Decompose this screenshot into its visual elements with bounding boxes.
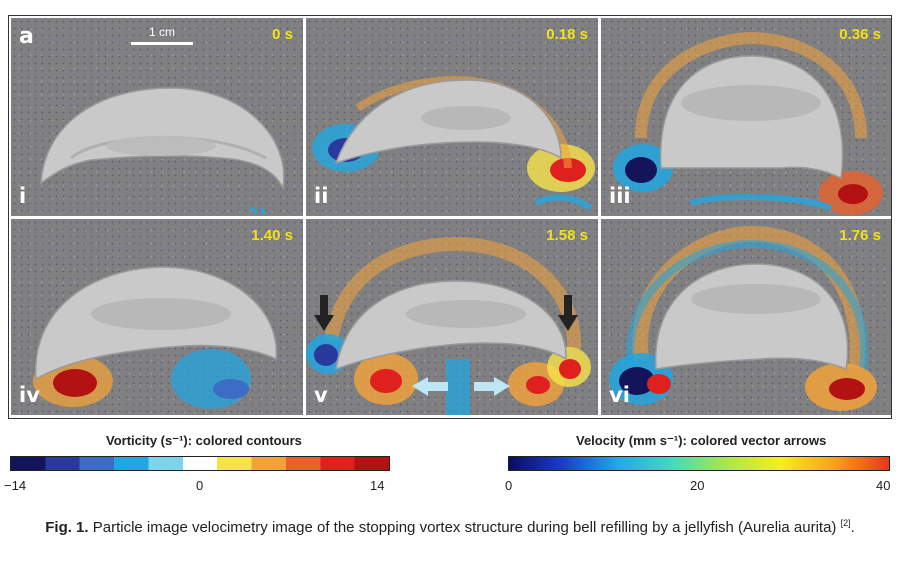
panel-vi: 1.76 s vi <box>601 219 891 415</box>
left-arrow-icon <box>412 377 448 396</box>
panel-time: 1.76 s <box>839 227 881 244</box>
jellyfish-bell-iv <box>33 266 277 409</box>
panel-time: 0 s <box>272 26 293 43</box>
panel-time: 0.18 s <box>546 26 588 43</box>
scale-bar: 1 cm <box>131 25 193 45</box>
velocity-tick-mid: 20 <box>690 478 705 493</box>
panel-label: v <box>314 383 328 407</box>
panel-iii: 0.36 s iii <box>601 18 891 216</box>
panel-time: 1.40 s <box>251 227 293 244</box>
panel-label: ii <box>314 184 329 208</box>
vorticity-colorbar-title: Vorticity (s⁻¹): colored contours <box>106 433 302 448</box>
velocity-tick-max: 40 <box>876 478 891 493</box>
figure-panel-grid: a 1 cm 0 s i 0.18 s ii <box>8 15 892 419</box>
jellyfish-bell-ii <box>312 75 595 211</box>
panel-i: a 1 cm 0 s i <box>11 18 303 216</box>
down-arrow-left-icon <box>314 295 334 331</box>
right-arrow-icon <box>474 377 510 396</box>
figure-caption: Fig. 1. Particle image velocimetry image… <box>40 514 860 537</box>
panel-label: vi <box>609 383 630 407</box>
jellyfish-bell-i <box>40 87 285 215</box>
panel-time: 0.36 s <box>839 26 881 43</box>
panel-iv: 1.40 s iv <box>11 219 303 415</box>
vorticity-tick-zero: 0 <box>196 478 204 493</box>
panel-v: 1.58 s v <box>306 219 598 415</box>
panel-label: iv <box>19 383 40 407</box>
velocity-colorbar-title: Velocity (mm s⁻¹): colored vector arrows <box>576 433 827 448</box>
jellyfish-bell-v <box>306 236 591 415</box>
velocity-tick-min: 0 <box>505 478 513 493</box>
scale-bar-label: 1 cm <box>148 25 175 39</box>
caption-label: Fig. 1. <box>45 519 89 536</box>
jellyfish-bell-iii <box>613 31 883 215</box>
caption-end: . <box>850 519 855 536</box>
panel-ii: 0.18 s ii <box>306 18 598 216</box>
panel-label: iii <box>609 184 631 208</box>
vorticity-colorbar <box>10 456 390 471</box>
panel-time: 1.58 s <box>546 227 588 244</box>
figure-letter: a <box>19 24 34 49</box>
vorticity-tick-max: 14 <box>370 478 385 493</box>
panel-label: i <box>19 184 27 208</box>
caption-reference: [2] <box>840 518 851 528</box>
down-arrow-right-icon <box>558 295 578 331</box>
vorticity-tick-min: −14 <box>4 478 27 493</box>
jellyfish-bell-vi <box>609 225 877 411</box>
caption-text: Particle image velocimetry image of the … <box>88 519 841 536</box>
velocity-colorbar <box>508 456 890 471</box>
